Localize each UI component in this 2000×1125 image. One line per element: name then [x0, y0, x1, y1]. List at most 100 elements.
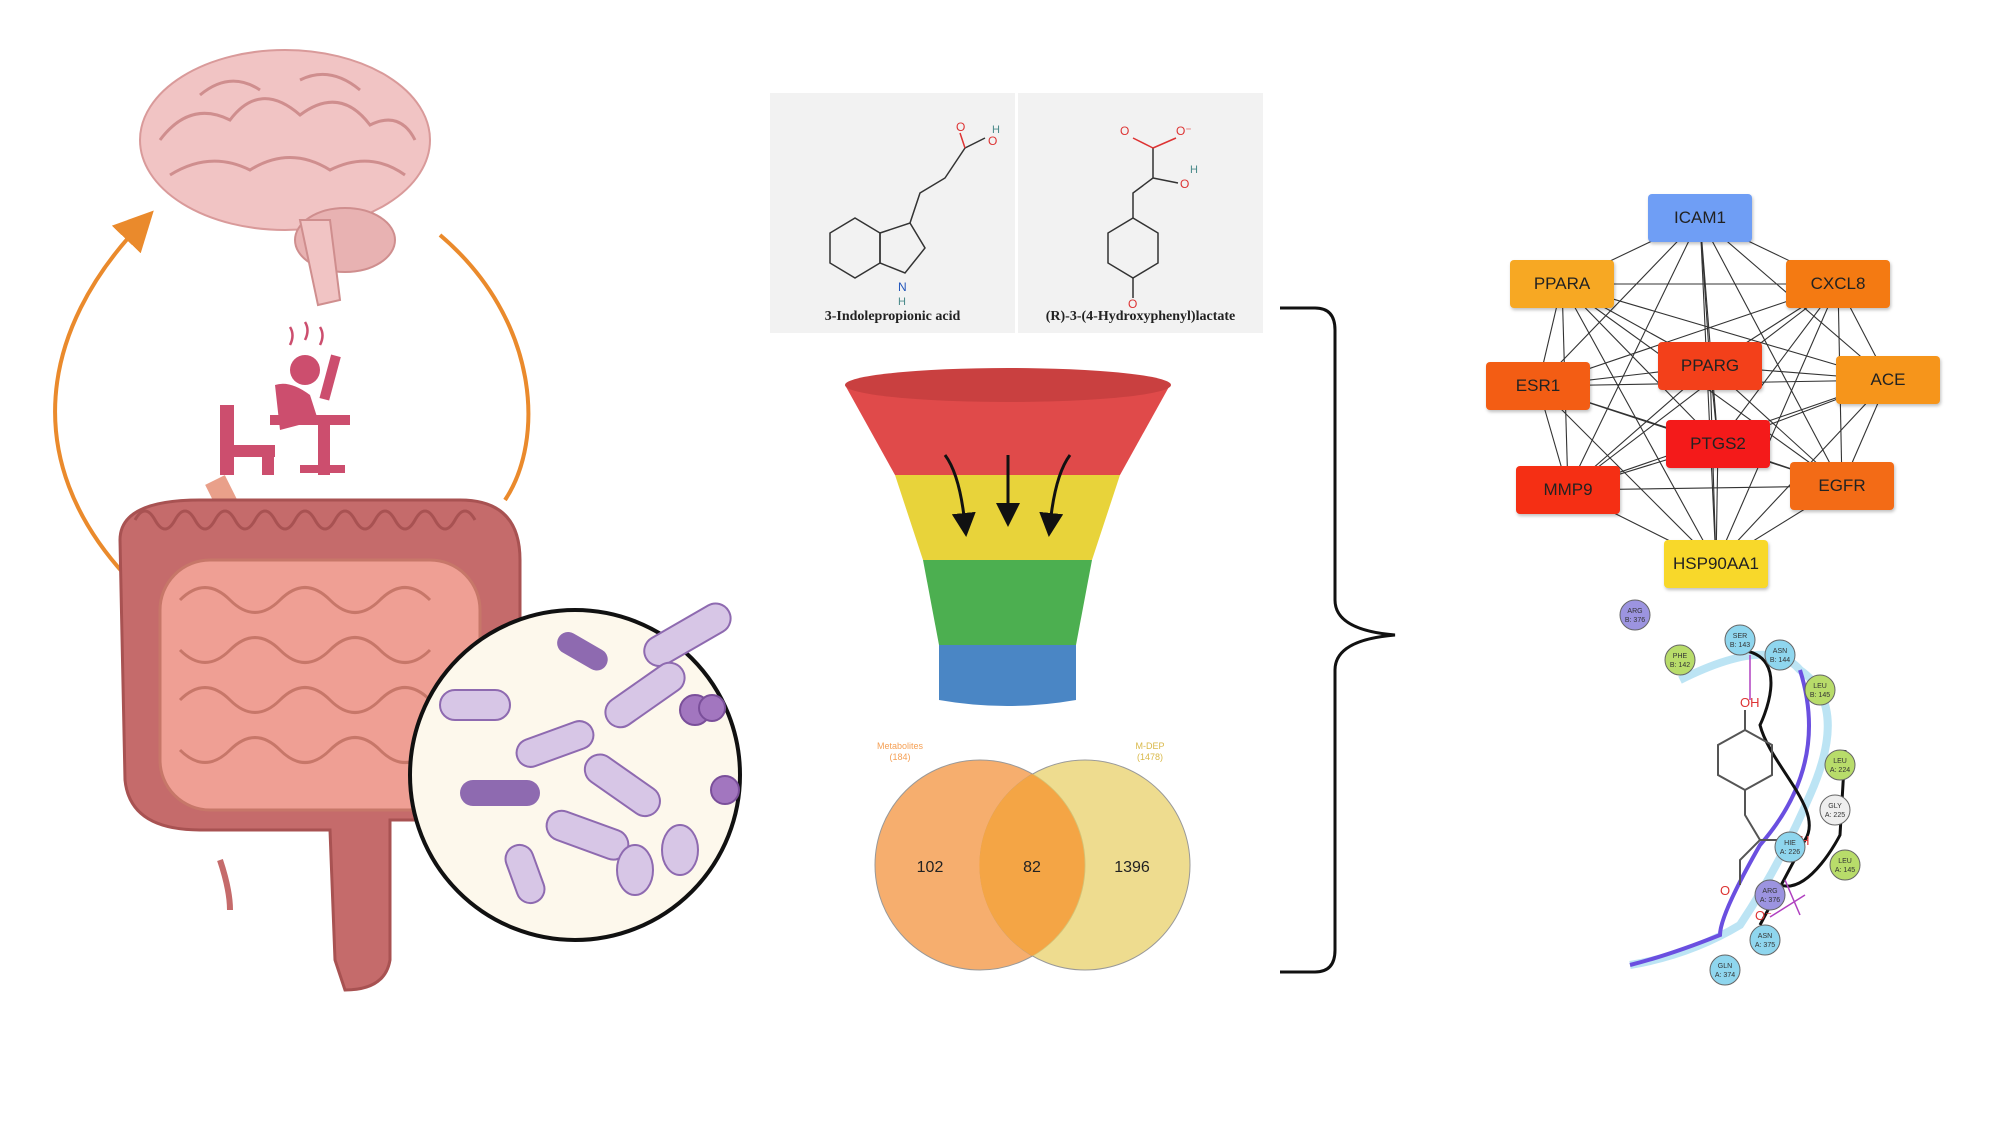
residue-marker: PHE B: 142: [1664, 644, 1696, 676]
network-node[interactable]: PTGS2: [1666, 420, 1770, 468]
residue-name: LEU: [1833, 758, 1847, 765]
molecule-panel-hydroxyphenyllactate: O O⁻ O H O (R)-3-(4-Hydroxyphenyl)lactat…: [1018, 93, 1263, 333]
network-node[interactable]: ICAM1: [1648, 194, 1752, 242]
svg-text:N: N: [898, 280, 907, 294]
screening-funnel: [845, 368, 1171, 706]
network-node[interactable]: ESR1: [1486, 362, 1590, 410]
venn-right-label: M-DEP: [1136, 741, 1165, 751]
node-label: ESR1: [1515, 376, 1561, 395]
residue-name: PHE: [1673, 653, 1688, 660]
svg-text:O: O: [956, 120, 965, 134]
residue-name: ASN: [1758, 933, 1772, 940]
venn-right-count: (1478): [1137, 752, 1163, 762]
molecule-name: (R)-3-(4-Hydroxyphenyl)lactate: [1045, 309, 1236, 324]
residue-name: GLY: [1828, 803, 1842, 810]
residue-chain: B: 145: [1810, 692, 1830, 699]
node-label: ACE: [1870, 370, 1906, 389]
node-label: PPARG: [1680, 356, 1740, 375]
svg-text:O⁻: O⁻: [1176, 124, 1192, 138]
network-edge: [1537, 385, 1717, 565]
venn-diagram: Metabolites (184) M-DEP (1478) 102 82 13…: [874, 741, 1191, 971]
network-edge: [1715, 283, 1839, 565]
stressed-person-icon: [220, 321, 350, 475]
residue-name: LEU: [1813, 683, 1827, 690]
network-node[interactable]: PPARA: [1510, 260, 1614, 308]
network-node[interactable]: MMP9: [1516, 466, 1620, 514]
gut-brain-illustration: [53, 49, 742, 992]
venn-left-label: Metabolites: [877, 741, 924, 751]
hydroxyphenyllactate-structure: O O⁻ O H O: [1107, 124, 1198, 311]
residue-marker: ASN A: 375: [1749, 924, 1781, 956]
svg-text:O: O: [1180, 177, 1189, 191]
molecule-name: 3-Indolepropionic acid: [824, 309, 961, 324]
intestines-icon: [118, 475, 522, 992]
brain-icon: [139, 49, 431, 307]
network-edge: [1537, 217, 1701, 387]
funnel-tier-3: [923, 560, 1092, 645]
network-edge: [1561, 283, 1717, 565]
node-label: MMP9: [1543, 480, 1593, 499]
funnel-tier-4: [939, 645, 1076, 706]
residue-marker: LEU B: 145: [1804, 674, 1836, 706]
venn-left-count: (184): [889, 752, 910, 762]
residue-marker: GLN A: 374: [1709, 954, 1741, 986]
network-edge: [1699, 217, 1717, 565]
atom-label-oh-top: OH: [1740, 695, 1760, 710]
network-edge: [1561, 283, 1889, 381]
residue-name: GLN: [1718, 963, 1732, 970]
residue-name: ASN: [1773, 648, 1787, 655]
residue-chain: A: 375: [1755, 942, 1775, 949]
svg-text:O: O: [1128, 297, 1137, 311]
residue-marker: LEU A: 145: [1829, 849, 1861, 881]
curly-bracket: [1280, 306, 1396, 974]
venn-intersection-value: 82: [1023, 859, 1041, 876]
residue-name: SER: [1733, 633, 1747, 640]
node-label: PTGS2: [1690, 434, 1746, 453]
svg-text:O: O: [988, 134, 997, 148]
node-label: HSP90AA1: [1673, 554, 1759, 573]
residue-name: ARG: [1762, 888, 1777, 895]
residue-name: ARG: [1627, 608, 1642, 615]
network-node[interactable]: EGFR: [1790, 462, 1894, 510]
node-label: EGFR: [1818, 476, 1866, 495]
axis-arrow-down: [438, 233, 531, 502]
svg-text:O: O: [1120, 124, 1129, 138]
svg-text:H: H: [1190, 164, 1198, 176]
network-edge: [1567, 217, 1701, 491]
residue-chain: A: 376: [1760, 897, 1780, 904]
network-node[interactable]: ACE: [1836, 356, 1940, 404]
residue-chain: A: 145: [1835, 867, 1855, 874]
node-label: CXCL8: [1810, 274, 1866, 293]
residue-name: HIE: [1784, 840, 1796, 847]
residue-marker: GLY A: 225: [1819, 794, 1851, 826]
network-edge: [1699, 217, 1843, 487]
residue-chain: B: 376: [1625, 617, 1645, 624]
residue-chain: A: 374: [1715, 972, 1735, 979]
node-label: PPARA: [1533, 274, 1591, 293]
venn-intersection: [979, 774, 1085, 956]
residue-marker: ARG A: 376: [1754, 879, 1786, 911]
axis-arrow-up: [53, 210, 154, 577]
venn-left-only-value: 102: [917, 859, 944, 876]
network-node[interactable]: CXCL8: [1786, 260, 1890, 308]
network-node[interactable]: PPARG: [1658, 342, 1762, 390]
atom-label-o-minus: O⁻: [1755, 908, 1772, 923]
molecule-panel-indolepropionic: O O H N H 3-Indolepropionic acid: [770, 93, 1015, 333]
indolepropionic-structure: O O H N H: [829, 120, 1000, 308]
svg-text:H: H: [992, 124, 1000, 136]
residue-chain: A: 225: [1825, 812, 1845, 819]
network-edge: [1561, 283, 1719, 445]
residue-name: LEU: [1838, 858, 1852, 865]
venn-right-only-value: 1396: [1114, 859, 1150, 876]
gut-bacteria-icon: [408, 602, 742, 942]
residue-chain: B: 142: [1670, 662, 1690, 669]
svg-text:H: H: [898, 296, 906, 308]
network-node[interactable]: HSP90AA1: [1664, 540, 1768, 588]
